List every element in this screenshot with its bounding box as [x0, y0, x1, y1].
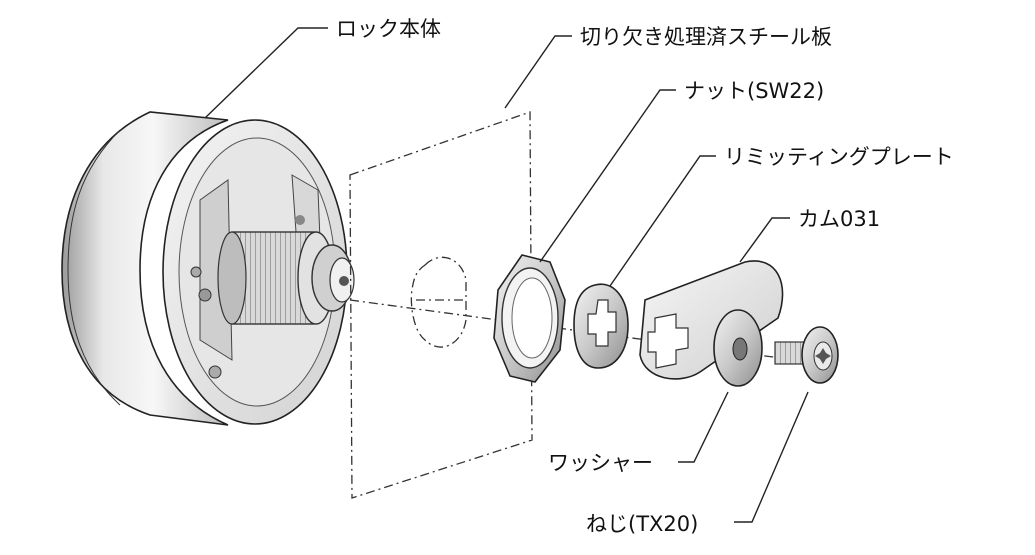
leader-cam — [739, 217, 790, 263]
label-lock-body: ロック本体 — [336, 17, 441, 41]
limiting-plate-part — [573, 283, 629, 369]
washer-part — [713, 309, 763, 387]
label-cam: カム031 — [798, 207, 880, 231]
cam-part — [639, 260, 784, 380]
leader-screw — [734, 391, 809, 523]
label-limiting-plate: リミッティングプレート — [724, 145, 954, 169]
leader-steel-plate — [504, 35, 572, 109]
steel-plate-part — [349, 111, 533, 499]
label-steel-plate: 切り欠き処理済スチール板 — [580, 25, 832, 49]
leader-lock-body — [204, 27, 328, 119]
label-washer: ワッシャー — [548, 451, 653, 475]
label-nut: ナット(SW22) — [684, 79, 824, 103]
nut-part — [493, 254, 566, 383]
label-screw: ねじ(TX20) — [586, 512, 698, 536]
screw-part — [774, 326, 839, 384]
leader-nut — [539, 89, 676, 263]
leader-washer — [678, 391, 729, 463]
leader-limiting-plate — [609, 155, 716, 287]
lock-body-part — [61, 111, 355, 426]
